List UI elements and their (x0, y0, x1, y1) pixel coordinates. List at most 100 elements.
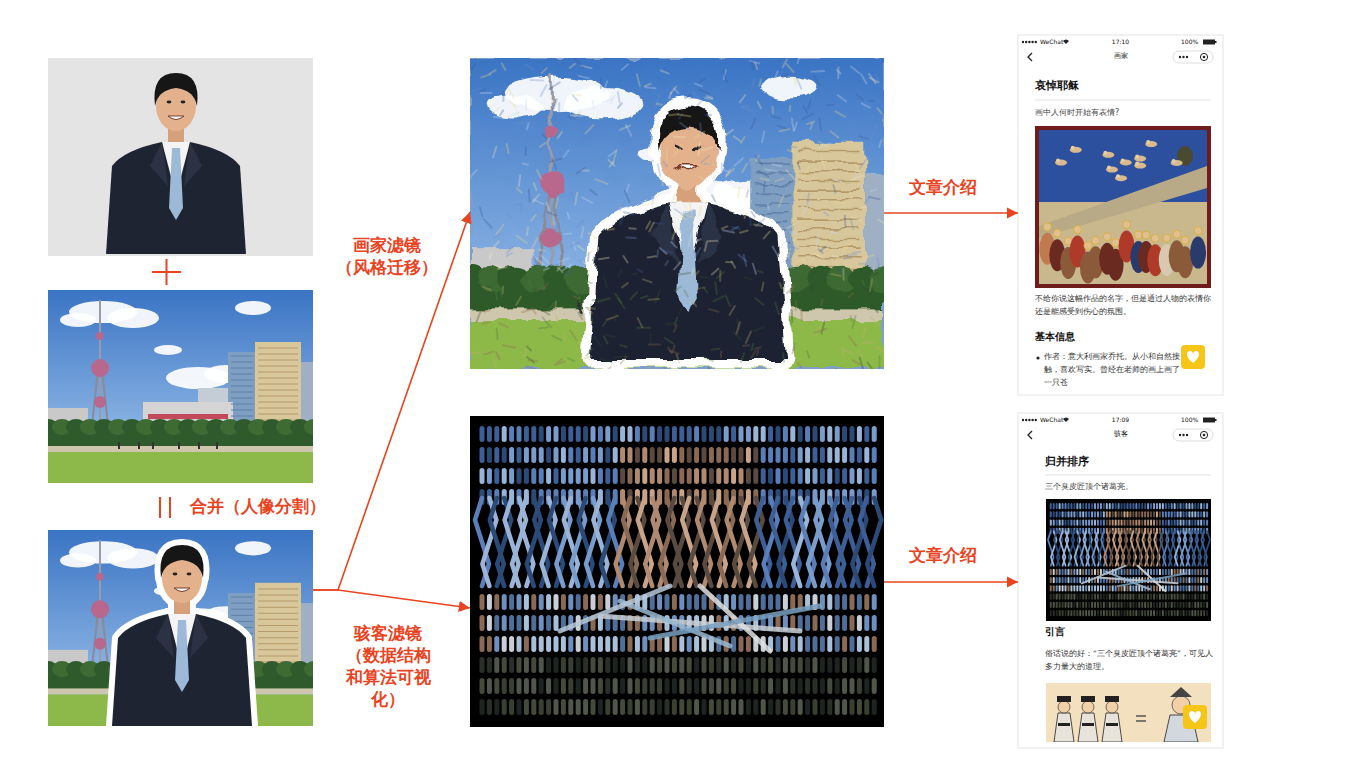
sort-thumbnail (1171, 594, 1173, 600)
painter-filter-image (490, 70, 496, 74)
sort-thumbnail (1073, 585, 1075, 591)
hacker-filter-image (687, 594, 692, 610)
landscape-photo-image (231, 362, 253, 363)
hacker-filter-image (591, 699, 596, 715)
hacker-filter-image (842, 426, 847, 442)
sort-thumbnail (1065, 602, 1067, 608)
hacker-filter-image (591, 678, 596, 694)
hacker-filter-image (605, 699, 610, 715)
sort-thumbnail (1177, 602, 1179, 608)
painter-filter-image (648, 256, 656, 257)
sort-thumbnail (1059, 577, 1061, 583)
sort-thumbnail (1156, 503, 1158, 509)
sort-thumbnail (1085, 503, 1087, 509)
sort-thumbnail (1079, 610, 1081, 616)
sort-thumbnail (1073, 519, 1075, 525)
painter-filter-image (808, 100, 811, 109)
sort-thumbnail (1115, 594, 1117, 600)
sort-thumbnail (1103, 511, 1105, 517)
hacker-filter-image (509, 615, 514, 631)
sort-thumbnail (1129, 585, 1131, 591)
painter-filter-image (684, 290, 687, 296)
hacker-filter-image (568, 678, 573, 694)
hacker-filter-image (605, 426, 610, 442)
sort-thumbnail (1070, 569, 1072, 575)
hacker-filter-image (583, 447, 588, 463)
hacker-filter-image (687, 657, 692, 673)
painter-filter-image (666, 185, 671, 188)
sort-thumbnail (1062, 585, 1064, 591)
painter-filter-image (675, 287, 681, 291)
hacker-filter-image (583, 678, 588, 694)
painter-filter-image (876, 347, 884, 352)
painter-filter-image (754, 328, 764, 332)
merged-photo-image (112, 545, 252, 726)
landscape-photo-image (231, 398, 253, 399)
painter-filter-image (782, 283, 784, 291)
hacker-filter-image (716, 678, 721, 694)
hacker-filter-image (776, 678, 781, 694)
hacker-filter-image (524, 468, 529, 484)
painter-filter-image (494, 233, 500, 238)
painter-filter-image (783, 74, 788, 77)
hacker-filter-image (657, 426, 662, 442)
hacker-filter-image (761, 678, 766, 694)
painter-filter-image (831, 274, 841, 276)
painter-filter-image (674, 262, 680, 269)
sort-thumbnail (1073, 610, 1075, 616)
hacker-filter-image (480, 426, 485, 442)
hacker-filter-image (470, 416, 884, 727)
painter-filter-image (786, 231, 796, 234)
hacker-filter-image (746, 447, 751, 463)
painter-filter-image (674, 146, 682, 156)
painter-filter-image (811, 284, 812, 292)
hacker-filter-image (650, 426, 655, 442)
phone-frame (1063, 418, 1069, 423)
hacker-filter-image (687, 678, 692, 694)
hacker-filter-image (679, 594, 684, 610)
painter-filter-image (499, 323, 507, 327)
painter-filter-image (643, 279, 651, 282)
painter-filter-image (675, 209, 686, 216)
landscape-photo-image (107, 308, 159, 328)
hacker-filter-image (687, 699, 692, 715)
merged-photo-image (231, 603, 253, 604)
merged-photo-image (48, 530, 313, 726)
painter-filter-image (835, 369, 838, 370)
painter-filter-image (863, 255, 873, 259)
separator-line (1045, 475, 1211, 476)
painter-filter-image (700, 196, 706, 205)
painting-thumbnail (1092, 236, 1100, 244)
painter-filter-image (775, 71, 777, 77)
sort-thumbnail (1118, 503, 1120, 509)
painting-thumbnail (1112, 239, 1120, 247)
sort-thumbnail (1065, 585, 1067, 591)
sort-thumbnail (1153, 569, 1155, 575)
painting-thumbnail (1107, 166, 1111, 170)
hacker-filter-image (753, 447, 758, 463)
hacker-filter-image (576, 657, 581, 673)
separator-line (1035, 100, 1211, 101)
painter-filter-image (692, 269, 694, 274)
painter-filter-image (606, 335, 615, 337)
sort-thumbnail (1082, 511, 1084, 517)
hacker-filter-image (502, 636, 507, 652)
painter-filter-image (547, 212, 556, 216)
painter-filter-image (842, 349, 853, 353)
hacker-filter-image (820, 636, 825, 652)
painter-filter-image (558, 267, 563, 272)
painting-thumbnail (1190, 237, 1206, 269)
hacker-filter-image (517, 615, 522, 631)
hacker-filter-image (665, 699, 670, 715)
phone-frame (1031, 41, 1033, 43)
sort-thumbnail (1171, 610, 1173, 616)
hacker-filter-image (509, 678, 514, 694)
painter-filter-image (656, 95, 659, 107)
painter-filter-image (622, 64, 628, 70)
sort-thumbnail (1070, 585, 1072, 591)
sort-thumbnail (1056, 569, 1058, 575)
phone-frame (1022, 41, 1024, 43)
painter-filter-image (679, 114, 691, 116)
painter-filter-image (569, 117, 575, 119)
hacker-filter-image (642, 678, 647, 694)
